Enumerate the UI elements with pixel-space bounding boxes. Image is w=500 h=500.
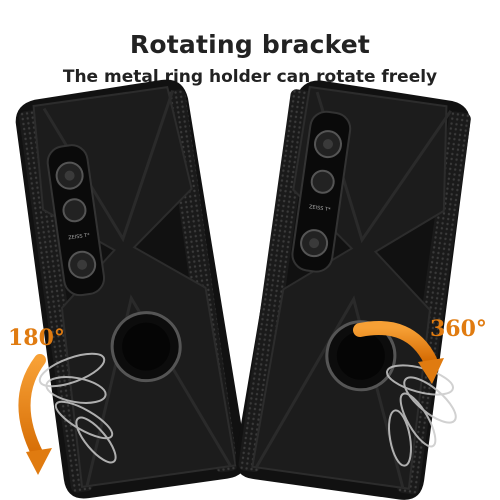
left-rotation-arrow [18, 354, 46, 461]
left-angle-label: 180° [8, 325, 65, 351]
left-ring-ghosts [38, 352, 117, 464]
svg-text:ZEISS T*: ZEISS T* [309, 204, 332, 213]
title: Rotating bracket [129, 30, 371, 59]
left-phone-case: ZEISS T* [15, 79, 247, 499]
svg-text:ZEISS T*: ZEISS T* [68, 232, 91, 241]
right-rotation-arrow [353, 321, 437, 367]
right-phone-case: ZEISS T* [235, 80, 471, 500]
right-angle-label: 360° [430, 316, 487, 342]
